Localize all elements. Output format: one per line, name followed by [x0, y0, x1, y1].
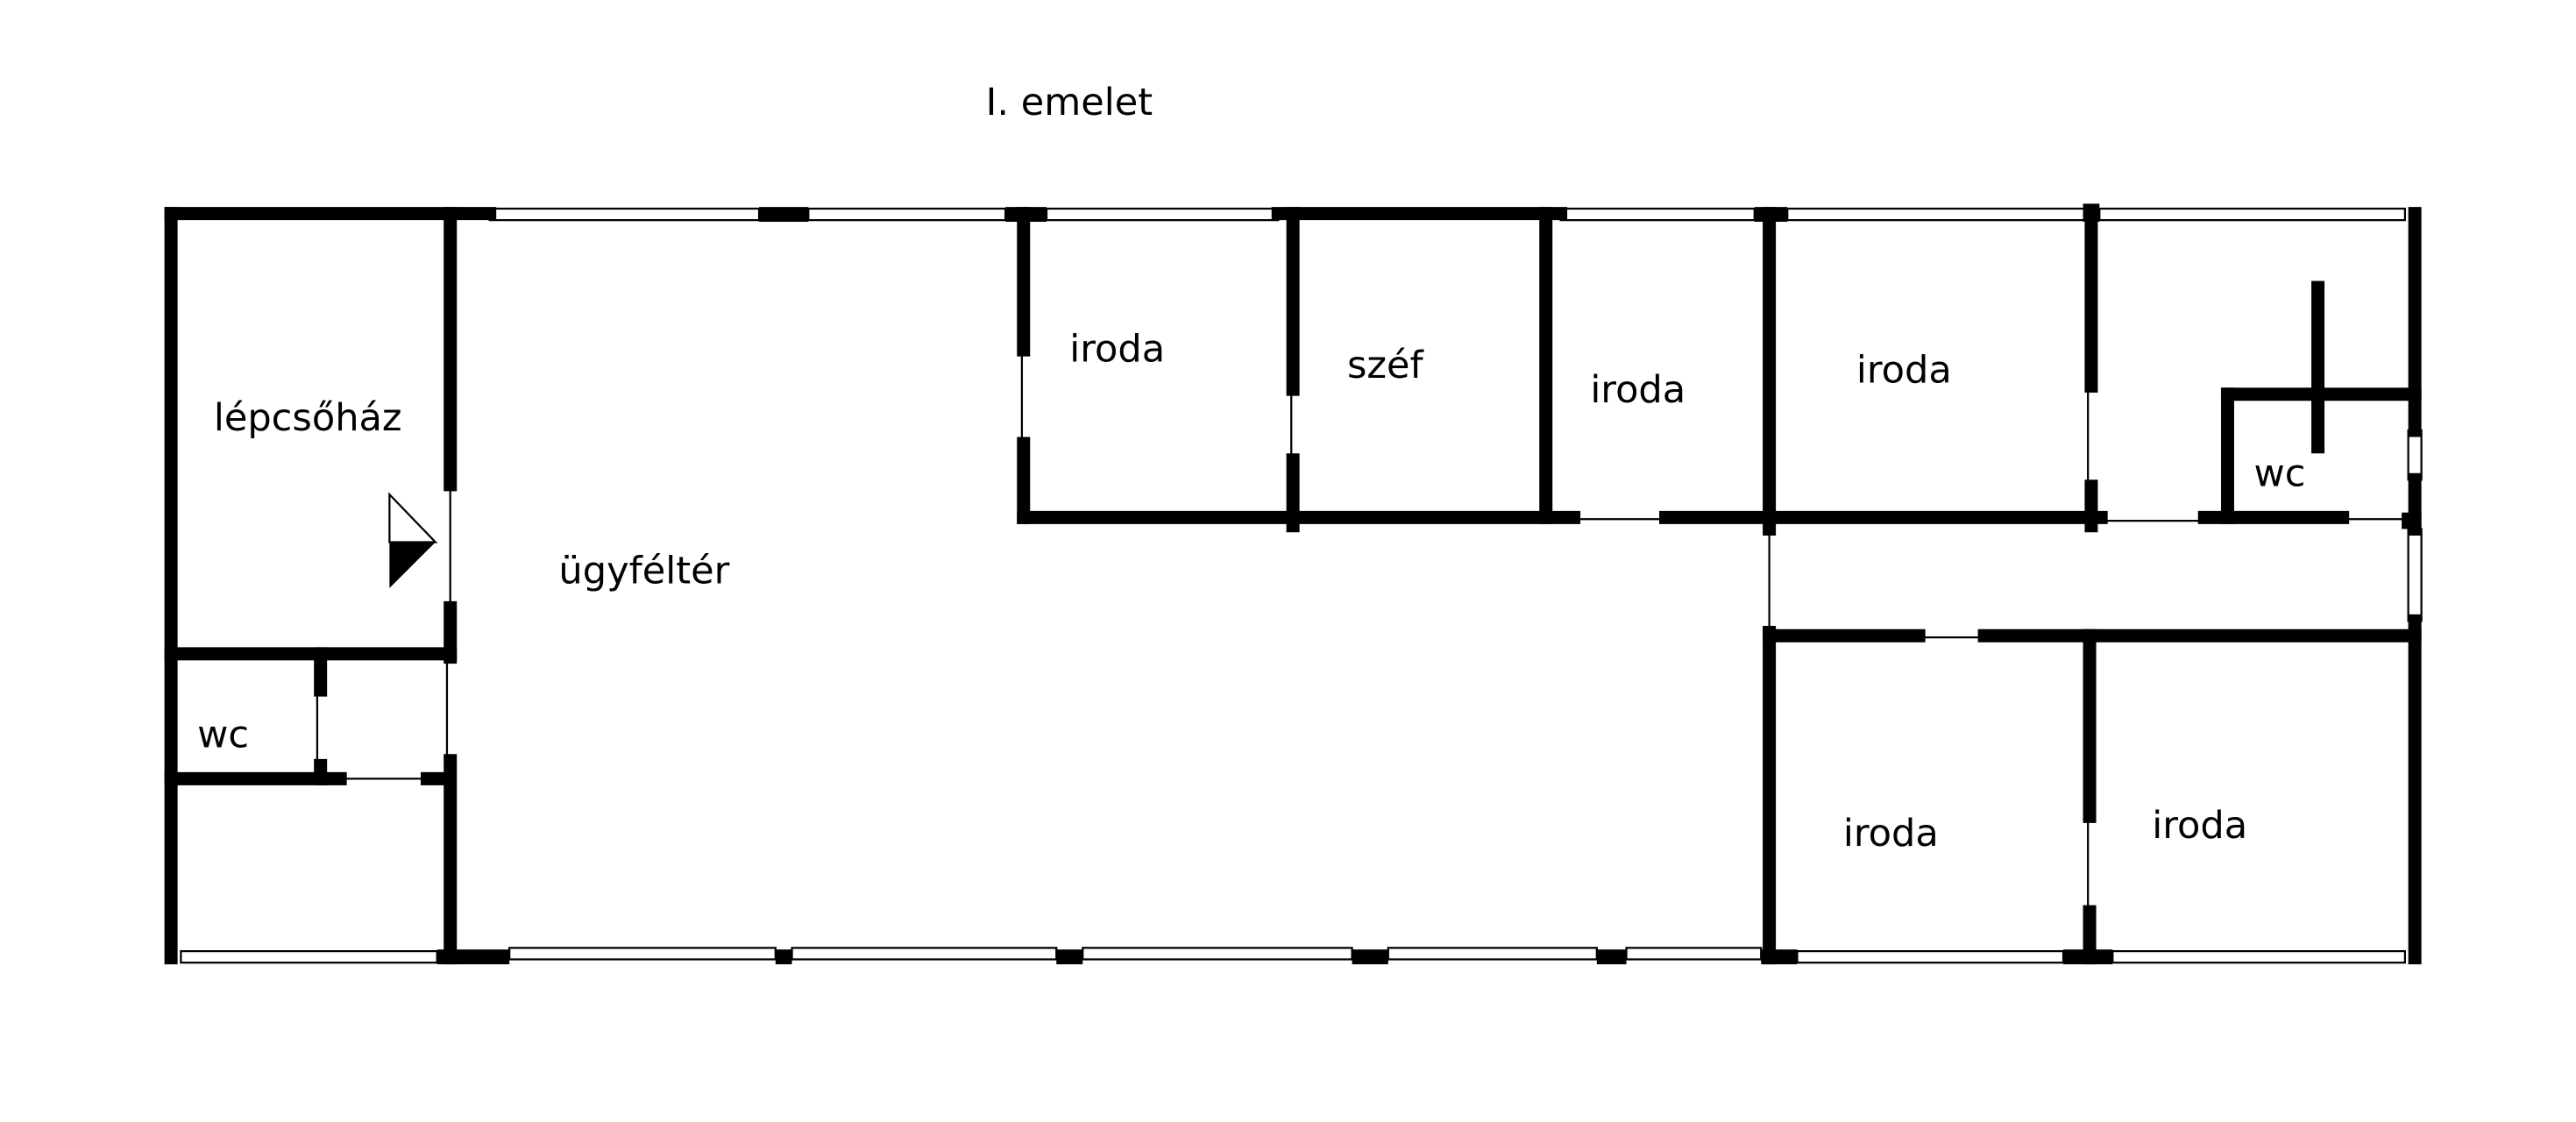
room-label-wc: wc: [197, 714, 249, 757]
window: [1045, 207, 1280, 222]
room-label-office: iroda: [1856, 349, 1952, 393]
window: [2407, 429, 2423, 481]
window: [508, 947, 777, 961]
room-label-office: iroda: [1590, 368, 1685, 412]
window: [2407, 528, 2423, 622]
floor-title: I. emelet: [986, 81, 1153, 124]
window: [2098, 207, 2407, 222]
window: [180, 949, 438, 964]
stair-arrow-icon: [388, 492, 438, 588]
room-label-client-area: ügyféltér: [558, 549, 729, 593]
room-label-safe: széf: [1347, 344, 1424, 387]
posts: [436, 203, 2422, 965]
walls: [164, 207, 2422, 965]
window: [791, 947, 1058, 961]
window: [1082, 947, 1353, 961]
room-label-office: iroda: [1069, 327, 1165, 371]
window: [1625, 947, 1763, 961]
window: [1796, 949, 2065, 964]
window: [1786, 207, 2088, 222]
room-label-staircase: lépcsőház: [214, 396, 402, 440]
room-label-wc: wc: [2253, 452, 2305, 496]
window: [2111, 949, 2407, 964]
room-label-office: iroda: [1843, 812, 1939, 856]
window: [807, 207, 1007, 222]
window: [1387, 947, 1598, 961]
room-label-office: iroda: [2152, 804, 2247, 848]
window: [1559, 207, 1756, 222]
window: [488, 207, 761, 222]
